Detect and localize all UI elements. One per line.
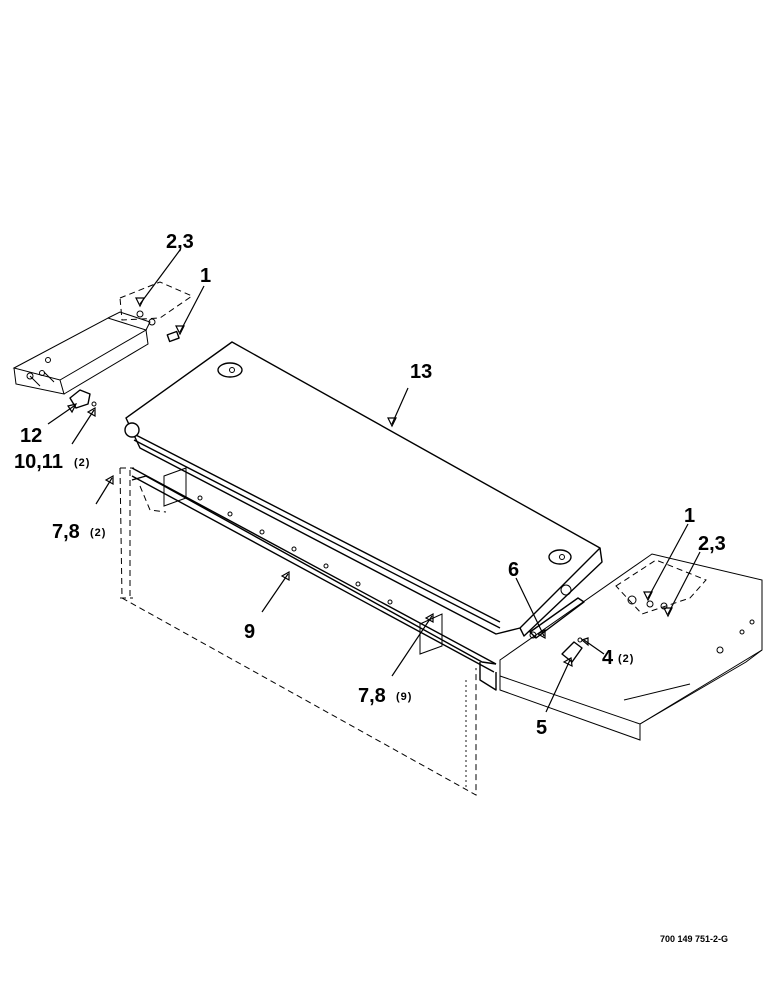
callout-4: 4 — [602, 647, 614, 669]
callout-7-8-left: 7,8 — [52, 521, 80, 543]
callout-labels: 2,3 1 13 12 10,11 (2) 7,8 (2) 9 7,8 (9) … — [14, 231, 726, 739]
callout-9: 9 — [244, 621, 255, 643]
callout-10-11-qty: (2) — [74, 457, 90, 469]
callout-13: 13 — [410, 361, 432, 383]
callout-6: 6 — [508, 559, 519, 581]
left-bracket-outline — [12, 281, 194, 395]
callout-10-11: 10,11 — [14, 451, 63, 473]
callout-1-top: 1 — [200, 265, 211, 287]
callout-7-8-mid: 7,8 — [358, 685, 386, 707]
callout-12: 12 — [20, 425, 42, 447]
main-lid — [124, 341, 603, 637]
callout-2-3-right: 2,3 — [698, 533, 726, 555]
leader-lines — [47, 249, 701, 713]
drawing-part-number: 700 149 751-2-G — [660, 934, 728, 944]
front-rail — [131, 467, 497, 691]
shield-panel-outline — [119, 467, 477, 796]
callout-1-right: 1 — [684, 505, 695, 527]
callout-7-8-left-qty: (2) — [90, 527, 106, 539]
callout-2-3-top: 2,3 — [166, 231, 194, 253]
callout-7-8-mid-qty: (9) — [396, 691, 412, 703]
callout-5: 5 — [536, 717, 547, 739]
callout-4-qty: (2) — [618, 653, 634, 665]
latch-hardware — [69, 389, 97, 409]
right-bracket-outline — [499, 553, 763, 741]
